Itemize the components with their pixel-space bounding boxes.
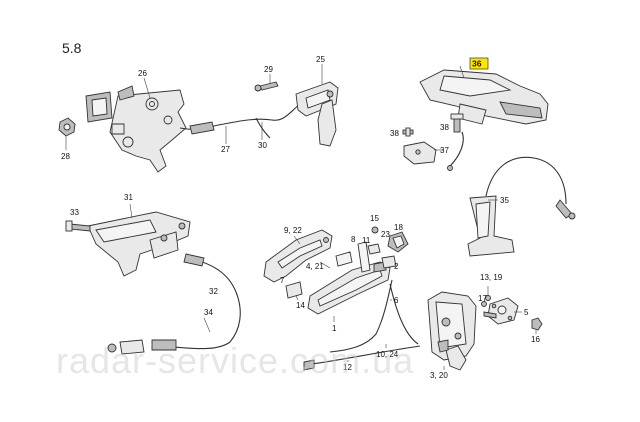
callout-38-right: 38 [440,123,449,132]
gasket-7 [335,251,353,267]
callout-16: 16 [531,335,540,344]
cover-36 [419,65,549,125]
gasket-8 [357,241,371,273]
cable-32 [107,253,241,355]
cap-18 [387,231,409,253]
callout-38-left: 38 [390,129,399,138]
bolt-38 [402,113,464,137]
screw-33 [65,220,91,232]
callout-28: 28 [61,152,70,161]
release-handle-25 [295,64,339,147]
callout-5: 5 [524,308,529,317]
section-number: 5.8 [62,40,82,56]
rods-6-10-12 [303,279,421,371]
callout-27: 27 [221,145,230,154]
pad-14 [285,281,303,301]
callout-36: 36 [472,59,482,69]
callout-15: 15 [370,214,379,223]
callout-6: 6 [394,296,399,305]
callout-34: 34 [204,308,213,317]
bracket-31 [87,203,191,277]
t-handle-35 [467,156,576,257]
callout-33: 33 [70,208,79,217]
callout-7: 7 [280,276,285,285]
callout-17: 17 [478,294,487,303]
callout-2: 2 [394,262,399,271]
callout-14: 14 [296,301,305,310]
callout-4-21: 4, 21 [306,262,324,271]
callout-10-24: 10, 24 [376,350,399,359]
lock-cylinder-2 [381,255,397,269]
callout-3-20: 3, 20 [430,371,448,380]
bracket-37 [403,131,464,171]
callout-37: 37 [440,146,449,155]
callout-13-19: 13, 19 [480,273,503,282]
screw-29 [254,74,279,92]
callout-32: 32 [209,287,218,296]
door-handle-1 [263,229,391,322]
callout-8: 8 [351,235,356,244]
callout-9-22: 9, 22 [284,226,302,235]
callout-35: 35 [500,196,509,205]
callout-29: 29 [264,65,273,74]
release-cable-27 [179,103,301,144]
striker-5 [487,297,522,325]
callout-12: 12 [343,363,352,372]
callout-30: 30 [258,141,267,150]
door-lock-3 [427,291,477,371]
callout-1: 1 [332,324,337,333]
nut-28 [58,117,76,150]
hood-latch [85,77,187,173]
screws-17-13 [481,286,497,319]
callout-31: 31 [124,193,133,202]
callout-11: 11 [362,236,371,245]
callout-36-highlight [469,57,489,70]
callout-26: 26 [138,69,147,78]
screw-16 [531,317,543,334]
callout-23: 23 [381,230,390,239]
callout-18: 18 [394,223,403,232]
callout-25: 25 [316,55,325,64]
